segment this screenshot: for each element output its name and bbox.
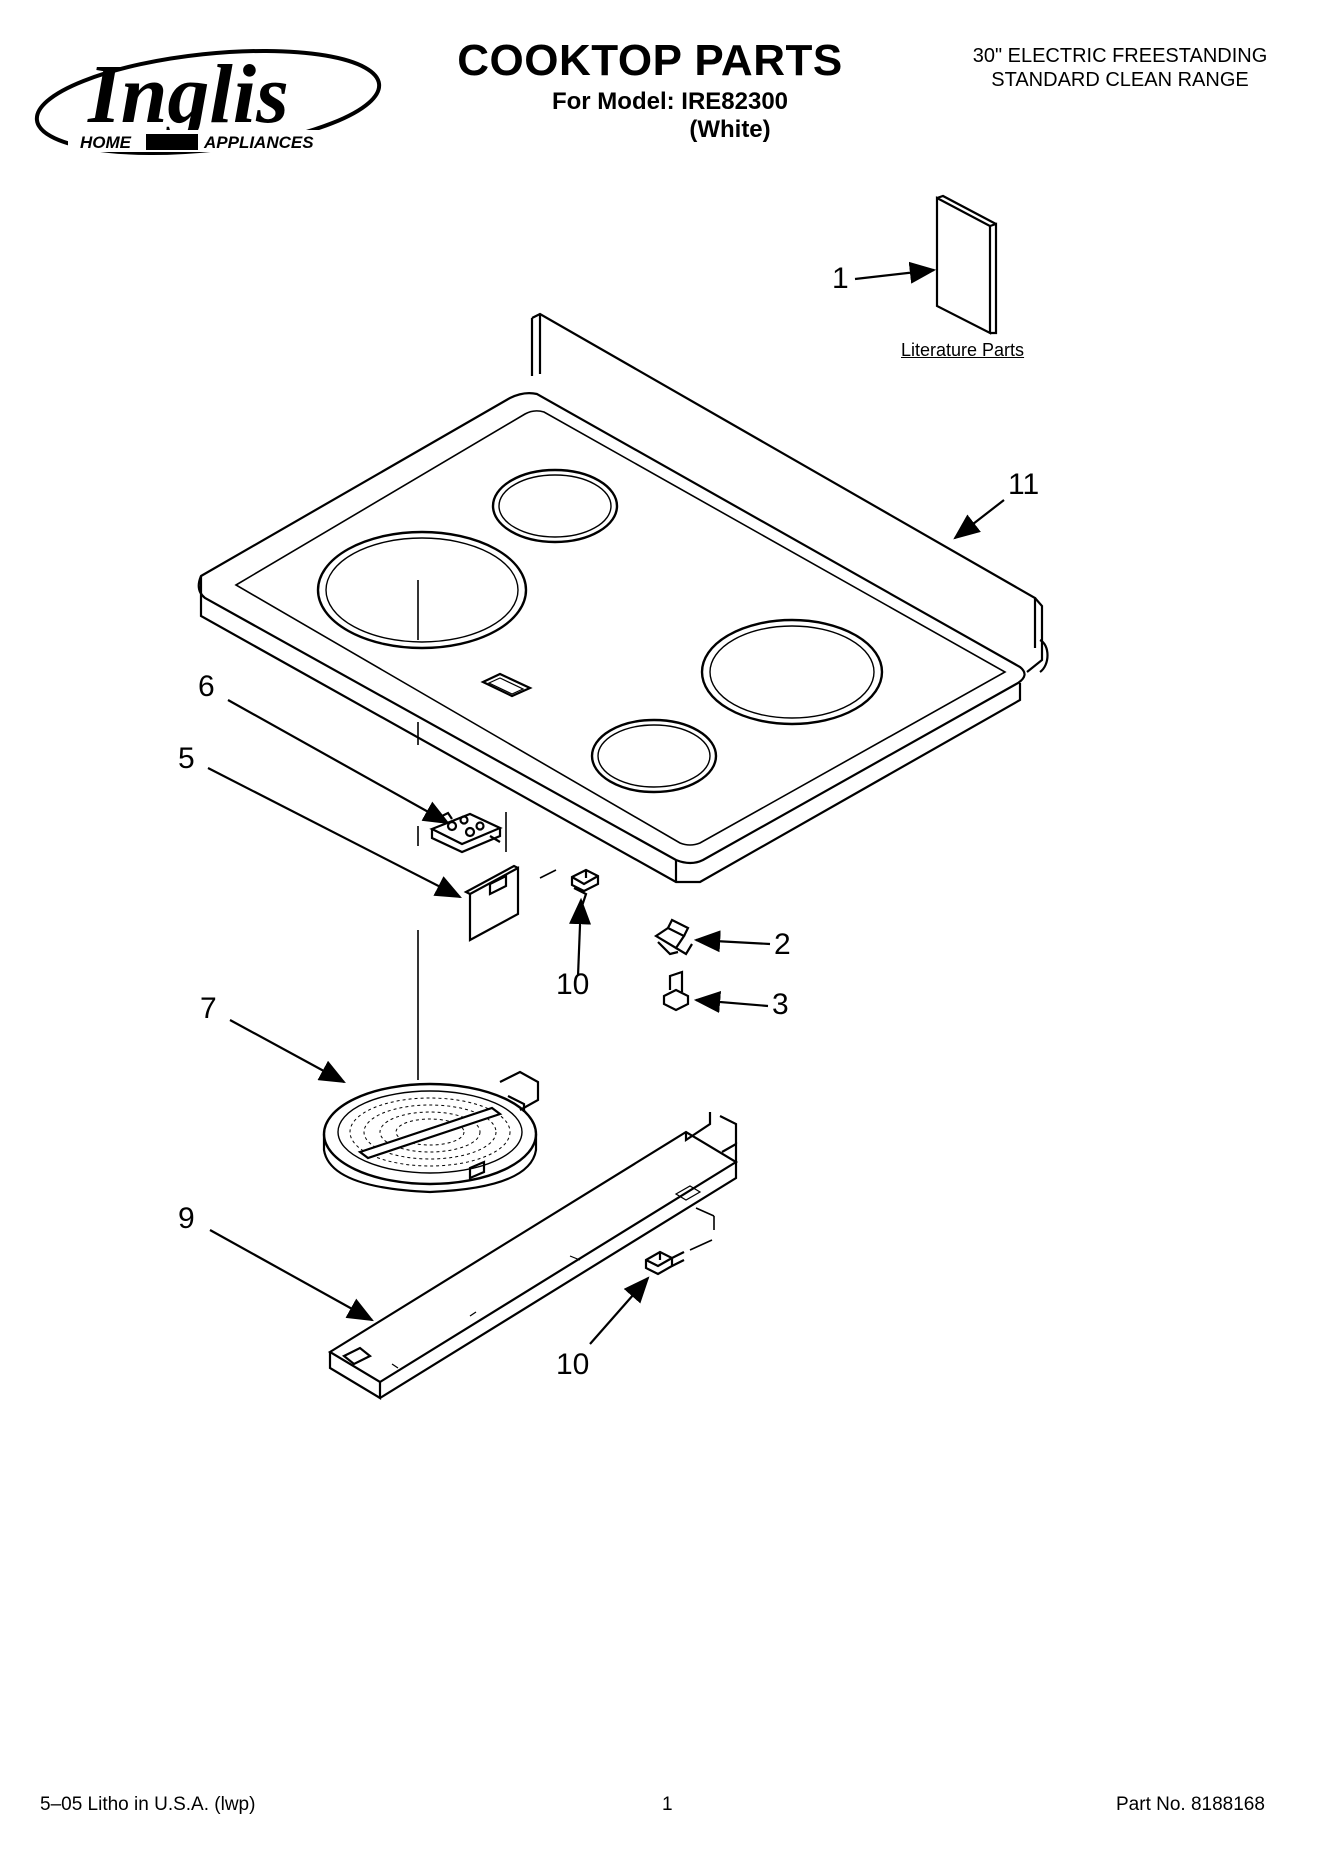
bracket-part-5 [463,864,520,942]
range-description: 30" ELECTRIC FREESTANDING STANDARD CLEAN… [930,44,1310,92]
callout-10-upper: 10 [556,968,590,1001]
leader-10-lower [589,1276,650,1345]
litho-note: 5–05 Litho in U.S.A. (lwp) [40,1794,256,1815]
brand-tagline-left: HOME [80,133,132,152]
literature-parts-label: Literature Parts [901,340,1025,360]
inglis-logo: Inglis HOME APPLIANCES [28,30,388,160]
part-number: Part No. 8188168 [1116,1794,1265,1815]
callout-1: 1 [832,262,849,295]
callout-10-lower: 10 [556,1348,590,1381]
leader-10-upper [569,897,592,977]
callout-11: 11 [1008,468,1040,501]
color-line: (White) [689,116,771,143]
leader-7 [229,1019,346,1084]
leader-1 [854,261,937,284]
clip-part-2 [653,918,693,956]
model-block: For Model: IRE82300 (White) [520,88,820,144]
callout-7: 7 [200,992,217,1025]
support-channel-part-9 [327,1112,739,1400]
screw-part-10-upper [570,868,600,907]
radiant-element-part-7 [322,1070,540,1194]
page-title: COOKTOP PARTS [457,36,843,85]
screw-part-3 [662,970,690,1012]
callout-5: 5 [178,742,195,775]
description-line-1: 30" ELECTRIC FREESTANDING [972,45,1268,67]
model-line: For Model: IRE82300 [551,88,789,115]
leader-9 [209,1229,374,1322]
terminal-block-part-6 [429,811,507,854]
callout-3: 3 [772,988,789,1021]
brand-tagline-right: APPLIANCES [203,133,314,152]
callout-6: 6 [198,670,215,703]
description-line-2: STANDARD CLEAN RANGE [991,69,1249,91]
literature-booklet [935,194,998,335]
leader-11 [953,499,1005,540]
brand-name: Inglis [87,48,289,141]
screw-part-10-lower [644,1239,713,1276]
leader-2 [693,930,771,953]
callout-2: 2 [774,928,791,961]
callout-9: 9 [178,1202,195,1235]
page-number: 1 [662,1794,673,1815]
leader-3 [693,991,769,1013]
leader-6 [227,699,450,825]
leader-5 [207,767,462,899]
cooktop-panel [197,312,1049,884]
